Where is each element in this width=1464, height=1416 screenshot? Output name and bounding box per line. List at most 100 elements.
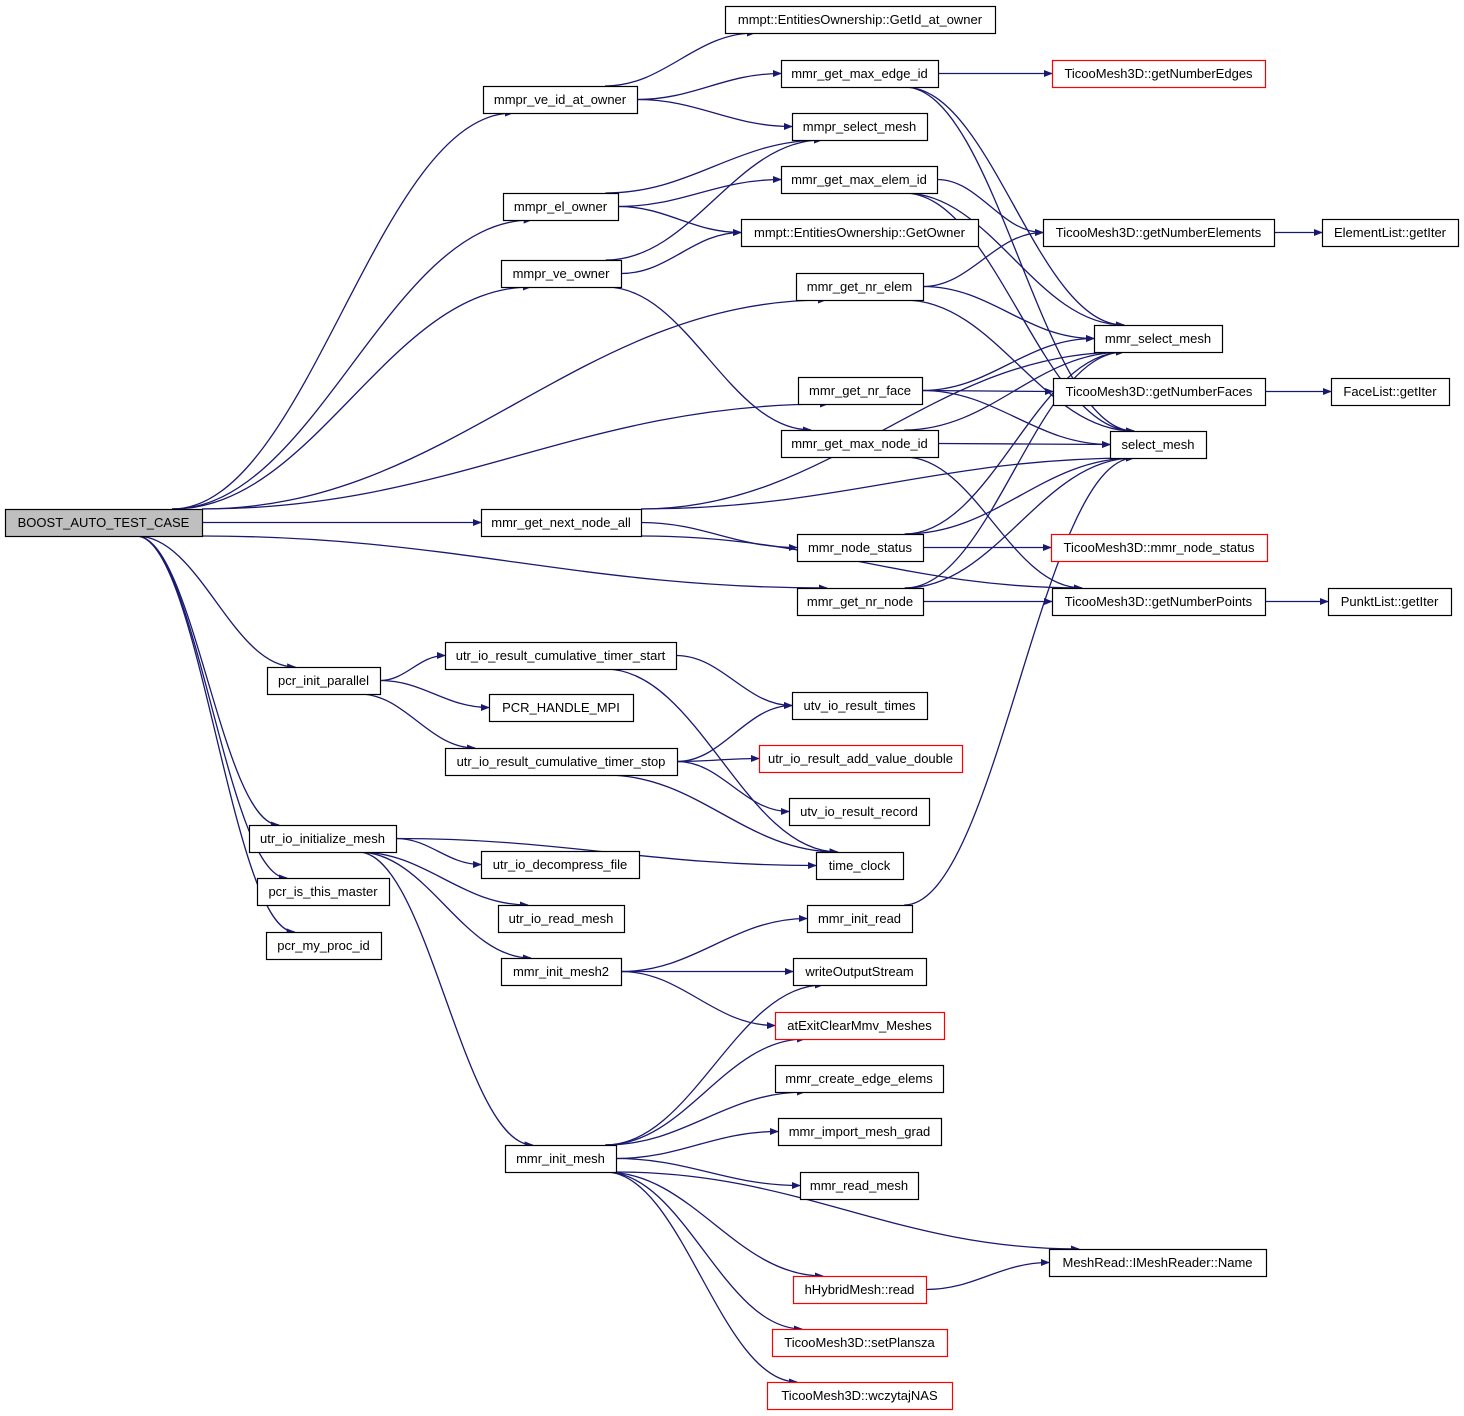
node-mmr-select-mesh[interactable]: mmr_select_mesh [1093, 324, 1224, 354]
nodes-layer: BOOST_AUTO_TEST_CASEmmpr_ve_id_at_ownerm… [4, 5, 1460, 1411]
node-t-mmr-node-status[interactable]: TicooMesh3D::mmr_node_status [1050, 533, 1269, 563]
node-t-getnumberfaces[interactable]: TicooMesh3D::getNumberFaces [1052, 377, 1267, 407]
node-label: utr_io_result_cumulative_timer_stop [457, 754, 666, 769]
node-label: mmr_get_max_edge_id [791, 66, 928, 81]
node-mmr-get-nr-elem[interactable]: mmr_get_nr_elem [795, 272, 925, 302]
node-atexitclear[interactable]: atExitClearMmv_Meshes [774, 1011, 946, 1041]
node-mmr-get-max-edge-id[interactable]: mmr_get_max_edge_id [780, 59, 940, 89]
node-label: TicooMesh3D::mmr_node_status [1064, 540, 1255, 555]
node-box [265, 931, 383, 961]
node-mmr-get-max-elem-id[interactable]: mmr_get_max_elem_id [780, 165, 939, 195]
edge-mmr-init-mesh-to-atexitclear [605, 1035, 806, 1146]
node-boost[interactable]: BOOST_AUTO_TEST_CASE [4, 508, 204, 538]
edge-mmr-get-nr-elem-to-select-mesh [904, 299, 1135, 435]
edge-mmr-init-mesh-to-meshread-name [615, 1171, 1080, 1253]
node-box [266, 666, 382, 696]
node-mmr-init-read[interactable]: mmr_init_read [806, 904, 914, 934]
node-label: pcr_init_parallel [278, 673, 369, 688]
node-label: utr_io_result_add_value_double [768, 751, 953, 766]
node-box [796, 587, 925, 617]
node-facelist-getiter[interactable]: FaceList::getIter [1330, 377, 1451, 407]
node-utr-timer-start[interactable]: utr_io_result_cumulative_timer_start [444, 641, 678, 671]
node-box [792, 957, 928, 987]
node-mmr-read-mesh[interactable]: mmr_read_mesh [799, 1171, 920, 1201]
node-utr-add-value-double[interactable]: utr_io_result_add_value_double [758, 744, 964, 774]
edge-mmr-get-nr-face-to-mmr-select-mesh [921, 334, 1095, 392]
edge-mmpr-el-owner-to-mmr-get-max-elem-id [617, 175, 782, 208]
node-t-wczytajnas[interactable]: TicooMesh3D::wczytajNAS [766, 1381, 954, 1411]
node-label: mmr_get_nr_face [809, 383, 911, 398]
node-box [799, 1171, 920, 1201]
node-box [497, 904, 626, 934]
node-time-clock[interactable]: time_clock [815, 851, 905, 881]
node-t-getnumberpoints[interactable]: TicooMesh3D::getNumberPoints [1051, 587, 1267, 617]
node-label: TicooMesh3D::setPlansza [784, 1335, 935, 1350]
edge-boost-to-mmr-get-nr-face [201, 400, 829, 510]
node-mmr-import-mesh-grad[interactable]: mmr_import_mesh_grad [777, 1117, 943, 1147]
edge-mmr-init-read-to-select-mesh [904, 454, 1135, 906]
node-mmr-get-next-node-all[interactable]: mmr_get_next_node_all [480, 508, 643, 538]
node-box [796, 533, 925, 563]
node-label: mmr_init_mesh2 [513, 964, 609, 979]
edge-mmr-get-max-edge-id-to-mmr-select-mesh [904, 86, 1125, 329]
node-box [788, 797, 931, 827]
node-box [1093, 324, 1224, 354]
node-mmr-get-nr-face[interactable]: mmr_get_nr_face [797, 376, 924, 406]
node-utr-io-decompress-file[interactable]: utr_io_decompress_file [480, 850, 641, 880]
edge-pcr-init-parallel-to-pcr-handle-mpi [379, 679, 490, 712]
node-getowner[interactable]: mmpt::EntitiesOwnership::GetOwner [740, 218, 980, 248]
node-box [780, 429, 940, 459]
edge-mmr-get-nr-elem-to-t-getnumberelements [922, 228, 1044, 288]
node-label: utr_io_decompress_file [493, 857, 627, 872]
node-getid-at-owner[interactable]: mmpt::EntitiesOwnership::GetId_at_owner [724, 5, 997, 35]
node-box [480, 508, 643, 538]
node-t-setplansza[interactable]: TicooMesh3D::setPlansza [771, 1328, 949, 1358]
node-pcr-my-proc-id[interactable]: pcr_my_proc_id [265, 931, 383, 961]
edge-mmr-init-mesh-to-hhybridmesh-read [605, 1171, 824, 1280]
node-mmpr-select-mesh[interactable]: mmpr_select_mesh [791, 112, 929, 142]
node-mmr-node-status[interactable]: mmr_node_status [796, 533, 925, 563]
node-box [1321, 218, 1460, 248]
node-label: TicooMesh3D::getNumberElements [1056, 225, 1262, 240]
node-label: BOOST_AUTO_TEST_CASE [18, 515, 190, 530]
node-label: mmr_import_mesh_grad [789, 1124, 931, 1139]
edge-boost-to-mmr-get-nr-node [201, 535, 828, 592]
node-elementlist-getiter[interactable]: ElementList::getIter [1321, 218, 1460, 248]
node-label: ElementList::getIter [1334, 225, 1447, 240]
node-pcr-is-this-master[interactable]: pcr_is_this_master [256, 877, 391, 907]
node-box [777, 1117, 943, 1147]
node-utr-timer-stop[interactable]: utr_io_result_cumulative_timer_stop [444, 747, 679, 777]
node-pcr-init-parallel[interactable]: pcr_init_parallel [266, 666, 382, 696]
edges-layer [136, 29, 1332, 1386]
edge-boost-to-utr-io-initialize-mesh [136, 535, 280, 829]
node-label: hHybridMesh::read [805, 1282, 915, 1297]
node-meshread-name[interactable]: MeshRead::IMeshReader::Name [1048, 1248, 1268, 1278]
node-box [504, 1144, 618, 1174]
node-mmr-create-edge-elems[interactable]: mmr_create_edge_elems [774, 1064, 945, 1094]
node-t-getnumberedges[interactable]: TicooMesh3D::getNumberEdges [1051, 59, 1267, 89]
node-mmr-get-max-node-id[interactable]: mmr_get_max_node_id [780, 429, 940, 459]
node-punktlist-getiter[interactable]: PunktList::getIter [1327, 587, 1453, 617]
node-label: select_mesh [1122, 437, 1195, 452]
node-pcr-handle-mpi[interactable]: PCR_HANDLE_MPI [488, 693, 635, 723]
node-mmr-init-mesh2[interactable]: mmr_init_mesh2 [500, 957, 623, 987]
node-select-mesh[interactable]: select_mesh [1109, 430, 1208, 460]
node-utv-io-result-times[interactable]: utv_io_result_times [791, 691, 929, 721]
node-t-getnumberelements[interactable]: TicooMesh3D::getNumberElements [1042, 218, 1276, 248]
node-mmr-init-mesh[interactable]: mmr_init_mesh [504, 1144, 618, 1174]
node-mmpr-ve-owner[interactable]: mmpr_ve_owner [500, 259, 623, 289]
node-label: utv_io_result_record [800, 804, 918, 819]
node-mmpr-el-owner[interactable]: mmpr_el_owner [502, 192, 620, 222]
edge-mmpr-el-owner-to-mmpr-select-mesh [605, 136, 823, 194]
node-utr-io-read-mesh[interactable]: utr_io_read_mesh [497, 904, 626, 934]
node-utr-io-initialize-mesh[interactable]: utr_io_initialize_mesh [248, 824, 398, 854]
node-writeoutputstream[interactable]: writeOutputStream [792, 957, 928, 987]
node-hhybridmesh-read[interactable]: hHybridMesh::read [792, 1275, 928, 1305]
node-mmpr-ve-id-at-owner[interactable]: mmpr_ve_id_at_owner [482, 85, 639, 115]
node-mmr-get-nr-node[interactable]: mmr_get_nr_node [796, 587, 925, 617]
edge-utr-io-initialize-mesh-to-mmr-init-mesh2 [358, 851, 532, 962]
node-utv-io-result-record[interactable]: utv_io_result_record [788, 797, 931, 827]
node-label: writeOutputStream [804, 964, 913, 979]
edge-mmr-get-max-node-id-to-select-mesh [937, 440, 1111, 449]
edge-pcr-init-parallel-to-utr-timer-start [379, 651, 446, 682]
